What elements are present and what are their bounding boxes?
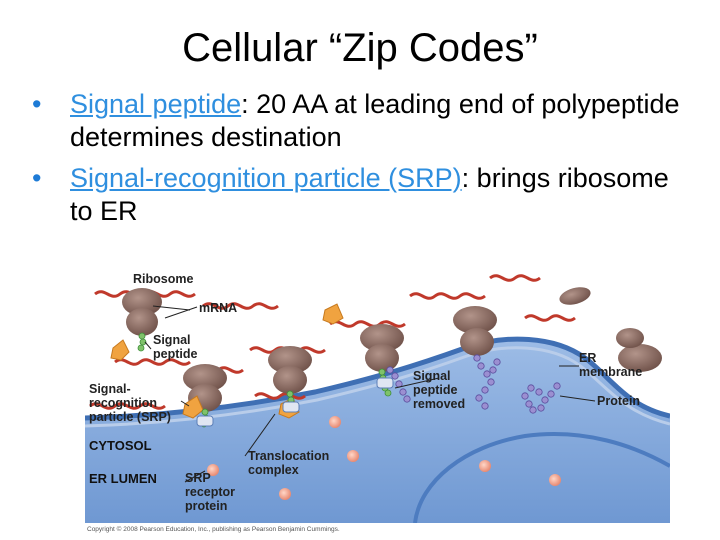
bullet-text: : 20 AA at leading end of polypeptide de… bbox=[70, 89, 680, 152]
ribosome-free-small bbox=[559, 287, 662, 372]
label-er-lumen: ER LUMEN bbox=[89, 471, 157, 486]
label-signal-peptide: Signal peptide bbox=[153, 333, 197, 361]
label-srp: Signal- recognition particle (SRP) bbox=[89, 382, 171, 424]
term-srp[interactable]: Signal-recognition particle (SRP) bbox=[70, 163, 462, 193]
slide-title: Cellular “Zip Codes” bbox=[182, 26, 538, 70]
bullet-list: • Signal peptide: 20 AA at leading end o… bbox=[30, 88, 690, 236]
bullet-signal-peptide: • Signal peptide: 20 AA at leading end o… bbox=[30, 88, 690, 154]
label-srp-receptor: SRP receptor protein bbox=[185, 471, 239, 513]
ribosome-4 bbox=[360, 324, 404, 372]
label-translocation-complex: Translocation complex bbox=[248, 449, 333, 477]
ribosome-3 bbox=[268, 346, 312, 394]
bullet-dot-icon: • bbox=[32, 163, 42, 193]
label-signal-peptide-removed: Signal peptide removed bbox=[413, 369, 465, 411]
protein-chains bbox=[386, 354, 561, 414]
er-fold bbox=[413, 432, 670, 523]
label-ribosome: Ribosome bbox=[133, 272, 193, 286]
ribosome-5 bbox=[453, 306, 497, 356]
bullet-dot-icon: • bbox=[32, 89, 42, 119]
translocation-complexes bbox=[196, 377, 394, 427]
leader-lines bbox=[144, 305, 596, 483]
label-protein: Protein bbox=[597, 394, 640, 408]
copyright-notice: Copyright © 2008 Pearson Education, Inc.… bbox=[87, 526, 340, 533]
term-signal-peptide[interactable]: Signal peptide bbox=[70, 89, 242, 119]
label-er-membrane: ER membrane bbox=[579, 351, 642, 379]
bullet-srp: • Signal-recognition particle (SRP): bri… bbox=[30, 162, 690, 228]
srp-diagram: Ribosome mRNA Signal peptide Signal- rec… bbox=[85, 266, 670, 523]
ribosome-1 bbox=[122, 288, 162, 336]
lumen-dots bbox=[207, 416, 561, 500]
label-mrna: mRNA bbox=[199, 301, 237, 315]
label-cytosol: CYTOSOL bbox=[89, 438, 152, 453]
er-lumen-region bbox=[85, 339, 670, 523]
bullet-text: : brings ribosome to ER bbox=[70, 163, 669, 226]
